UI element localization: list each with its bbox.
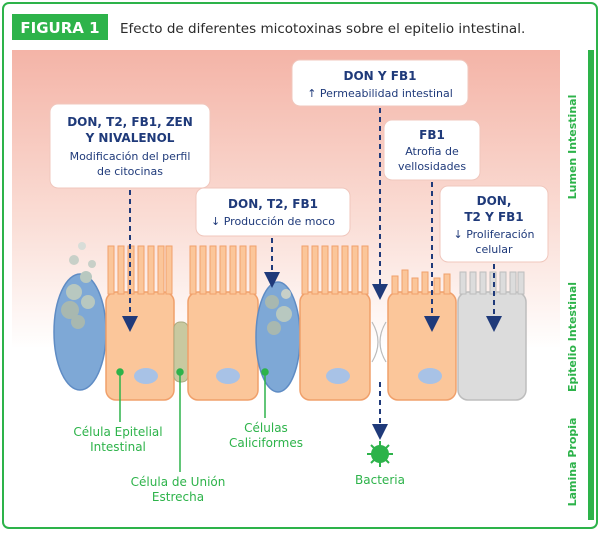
permeability-gap bbox=[371, 321, 387, 363]
side-label-epithelium: Epitelio Intestinal bbox=[566, 282, 579, 392]
goblet-cell-left bbox=[53, 242, 107, 391]
microvilli-grey-cell bbox=[459, 271, 525, 295]
box4-desc-line1: Atrofia de bbox=[405, 145, 459, 158]
microvilli-cell-3 bbox=[301, 245, 369, 295]
label-junction-line2: Estrecha bbox=[152, 490, 204, 504]
callout-box-3: DON Y FB1 ↑ Permeabilidad intestinal bbox=[291, 59, 469, 107]
box1-title-line1: DON, T2, FB1, ZEN bbox=[67, 115, 193, 129]
box5-title-line1: DON, bbox=[477, 194, 512, 208]
microvilli-cell-2 bbox=[189, 245, 257, 295]
epithelial-cell-4 bbox=[387, 291, 457, 401]
box4-desc-line2: vellosidades bbox=[398, 160, 466, 173]
box5-desc-line1: ↓ Proliferación bbox=[454, 228, 535, 241]
box2-title: DON, T2, FB1 bbox=[228, 197, 318, 211]
label-epithelial-line1: Célula Epitelial bbox=[73, 425, 162, 439]
epithelial-cell-1 bbox=[105, 291, 175, 401]
box5-title-line2: T2 Y FB1 bbox=[464, 210, 523, 224]
label-goblet-line1: Células bbox=[244, 421, 288, 435]
label-epithelial-line2: Intestinal bbox=[90, 440, 146, 454]
label-junction-line1: Célula de Unión bbox=[131, 475, 226, 489]
side-label-lamina: Lamina Propia bbox=[566, 418, 579, 507]
microvilli-cell-1 bbox=[107, 245, 173, 295]
grey-cell bbox=[457, 291, 527, 401]
box1-desc-line1: Modificación del perfil bbox=[70, 150, 191, 163]
epithelial-cell-2 bbox=[187, 291, 259, 401]
label-bacteria: Bacteria bbox=[355, 473, 405, 487]
epithelial-cell-3 bbox=[299, 291, 371, 401]
callout-box-2: DON, T2, FB1 ↓ Producción de moco bbox=[195, 187, 351, 237]
box3-title: DON Y FB1 bbox=[344, 69, 417, 83]
box5-desc-line2: celular bbox=[475, 243, 513, 256]
bacteria-icon bbox=[367, 441, 393, 467]
box4-title: FB1 bbox=[419, 128, 445, 142]
callout-box-5: DON, T2 Y FB1 ↓ Proliferación celular bbox=[439, 185, 549, 263]
box1-title-line2: Y NIVALENOL bbox=[85, 131, 175, 145]
figure-title: Efecto de diferentes micotoxinas sobre e… bbox=[120, 21, 525, 37]
goblet-cell-middle bbox=[255, 281, 301, 393]
side-label-lumen: Lumen Intestinal bbox=[566, 95, 579, 200]
callout-box-1: DON, T2, FB1, ZEN Y NIVALENOL Modificaci… bbox=[49, 103, 211, 189]
box2-desc: ↓ Producción de moco bbox=[211, 215, 335, 228]
label-goblet-line2: Caliciformes bbox=[229, 436, 303, 450]
microvilli-cell-4 bbox=[391, 269, 451, 295]
figure-badge bbox=[12, 14, 108, 40]
right-stripe bbox=[588, 50, 594, 520]
callout-box-4: FB1 Atrofia de vellosidades bbox=[383, 119, 481, 181]
box1-desc-line2: de citocinas bbox=[97, 165, 163, 178]
figure-badge-text: FIGURA 1 bbox=[20, 19, 99, 37]
box3-desc: ↑ Permeabilidad intestinal bbox=[307, 87, 453, 100]
